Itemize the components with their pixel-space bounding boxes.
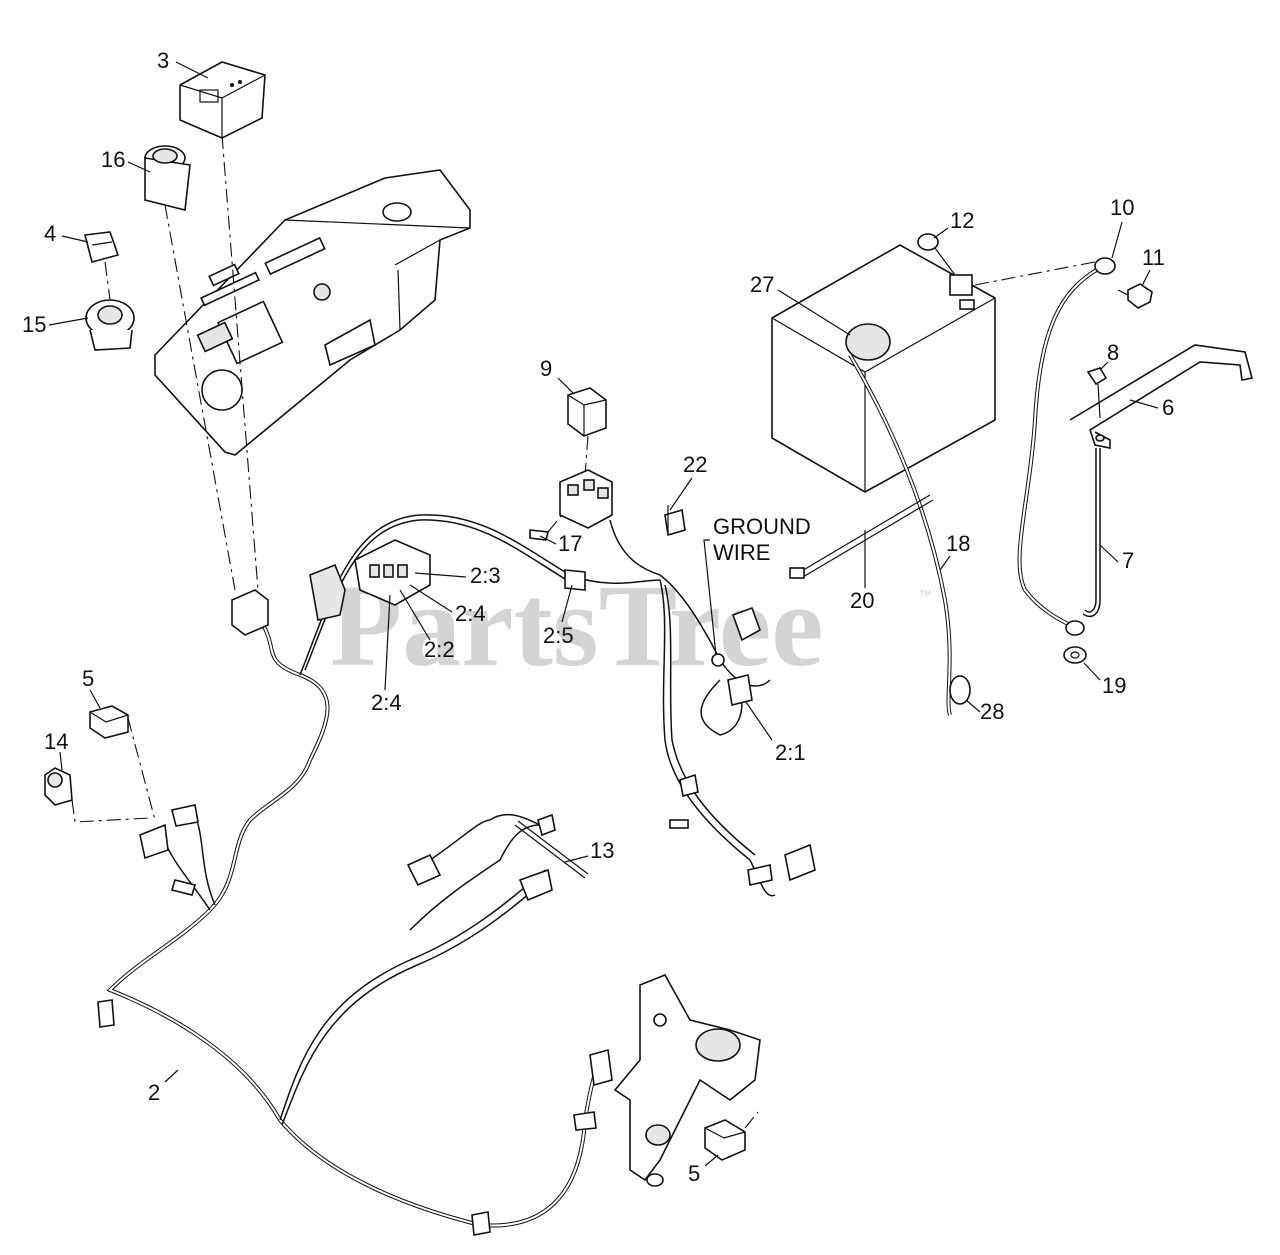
callout-19: 19: [1102, 673, 1126, 698]
callout-9: 9: [540, 356, 552, 381]
leader-dash-14: [71, 799, 151, 823]
part-18-battery-cable[interactable]: [848, 353, 952, 716]
callout-5b: 5: [688, 1161, 700, 1186]
part-11-bolt[interactable]: [1117, 283, 1153, 309]
part-16-pto-switch[interactable]: [144, 145, 191, 211]
callout-10: 10: [1110, 195, 1134, 220]
callout-13: 13: [590, 838, 614, 863]
callout-14: 14: [44, 729, 68, 754]
control-panel: [154, 169, 471, 456]
callout-3: 3: [157, 48, 169, 73]
part-8-wing-nut[interactable]: [1086, 367, 1108, 386]
leader-dash-17: [547, 514, 563, 533]
callout-2-5: 2:5: [543, 623, 574, 648]
callout-18: 18: [946, 531, 970, 556]
leader-dash-16: [164, 204, 236, 591]
part-7-hold-down-rod[interactable]: [1082, 448, 1101, 618]
part-28-terminal-boot[interactable]: [949, 675, 971, 705]
callout-6: 6: [1162, 395, 1174, 420]
leader-dash-5a: [127, 717, 156, 821]
callout-2-3: 2:3: [470, 563, 501, 588]
callout-2-4a: 2:4: [455, 601, 486, 626]
leader-dash-5b: [744, 1111, 759, 1129]
part-5-switch-upper[interactable]: [89, 705, 129, 739]
relay-socket: [559, 469, 613, 529]
callout-22: 22: [683, 452, 707, 477]
part-20-cable-tie[interactable]: [789, 494, 934, 579]
callout-17: 17: [558, 531, 582, 556]
callout-ground-wire-line2: WIRE: [713, 540, 770, 565]
callouts: 3 16 4 15 9 22 17 GROUND WIRE 2:3 2:4 2:…: [22, 48, 1174, 1186]
callout-8: 8: [1107, 340, 1119, 365]
leader-12-to-battery: [934, 247, 956, 276]
callout-5a: 5: [82, 666, 94, 691]
callout-12: 12: [950, 208, 974, 233]
part-3-display-module[interactable]: [179, 61, 266, 139]
part-19-washer[interactable]: [1063, 646, 1087, 664]
leader-8-to-bracket: [1097, 383, 1101, 419]
part-13-cable-tie[interactable]: [514, 820, 589, 879]
leader-dash-10: [974, 259, 1106, 286]
callout-4: 4: [44, 221, 56, 246]
leader-dash-4: [104, 261, 111, 301]
watermark-trademark: ™: [918, 587, 932, 603]
harness-connectors: [97, 508, 816, 1236]
part-14-seat-switch[interactable]: [44, 767, 73, 806]
leader-dash-9: [584, 435, 589, 476]
callout-11: 11: [1142, 245, 1165, 270]
callout-28: 28: [980, 699, 1004, 724]
callout-2-4b: 2:4: [371, 690, 402, 715]
callout-2-2: 2:2: [424, 637, 455, 662]
callout-7: 7: [1122, 548, 1134, 573]
callout-2-1: 2:1: [775, 740, 806, 765]
callout-2: 2: [148, 1080, 160, 1105]
part-27-battery[interactable]: [771, 244, 996, 493]
part-12-nut[interactable]: [917, 233, 939, 251]
part-4-key[interactable]: [83, 231, 120, 263]
callout-20: 20: [850, 588, 874, 613]
part-15-ignition-switch[interactable]: [85, 299, 135, 351]
callout-16: 16: [101, 147, 125, 172]
leader-dash-3: [221, 134, 259, 591]
pedal-bracket: [613, 973, 761, 1187]
part-5-switch-lower[interactable]: [704, 1119, 746, 1161]
part-9-relay[interactable]: [567, 387, 607, 437]
part-6-battery-bracket[interactable]: [1069, 344, 1253, 449]
part-10-ground-cable[interactable]: [1017, 257, 1116, 636]
callout-27: 27: [750, 272, 774, 297]
callout-ground-wire-line1: GROUND: [713, 514, 811, 539]
callout-15: 15: [22, 312, 46, 337]
